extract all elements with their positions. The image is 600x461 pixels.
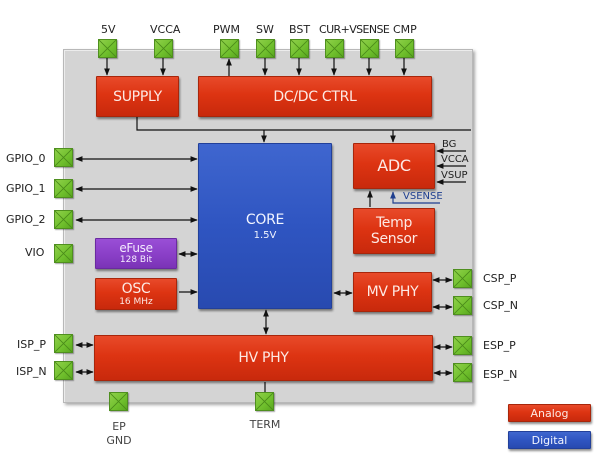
pin-label-gpio1: GPIO_1	[6, 182, 46, 195]
pad-isp-p[interactable]	[54, 334, 73, 353]
efuse-block[interactable]: eFuse 128 Bit	[95, 238, 177, 269]
efuse-label: eFuse	[119, 241, 153, 255]
pin-label-esp-p: ESP_P	[483, 339, 516, 352]
pad-pwm[interactable]	[220, 39, 239, 58]
legend-digital-label: Digital	[531, 433, 568, 447]
osc-label: OSC	[121, 280, 151, 297]
mv-phy-block[interactable]: MV PHY	[353, 272, 432, 312]
pad-term[interactable]	[255, 392, 274, 411]
mv-phy-label: MV PHY	[366, 284, 419, 300]
pad-vsense[interactable]	[360, 39, 379, 58]
temp-sensor-label-2: Sensor	[370, 231, 418, 247]
pad-bst[interactable]	[290, 39, 309, 58]
pad-csp-p[interactable]	[453, 269, 472, 288]
adc-block[interactable]: ADC	[353, 143, 435, 189]
legend-digital: Digital	[508, 431, 591, 449]
pin-label-vcca: VCCA	[150, 23, 181, 36]
pin-label-gnd: GND	[106, 434, 132, 447]
pad-ep-gnd[interactable]	[109, 392, 128, 411]
core-voltage: 1.5V	[253, 229, 277, 241]
pad-gpio0[interactable]	[54, 148, 73, 167]
pin-label-sw: SW	[256, 23, 274, 36]
core-label: CORE	[245, 211, 285, 228]
pad-vio[interactable]	[54, 244, 73, 263]
adc-input-vsense: VSENSE	[403, 191, 443, 202]
pad-5v[interactable]	[98, 39, 117, 58]
pin-label-ep: EP	[112, 420, 126, 433]
pin-label-gpio2: GPIO_2	[6, 213, 46, 226]
core-block[interactable]: CORE 1.5V	[198, 143, 332, 309]
pin-label-cmp: CMP	[393, 23, 417, 36]
pin-label-pwm: PWM	[213, 23, 241, 36]
pin-label-isp-p: ISP_P	[17, 338, 46, 351]
supply-block[interactable]: SUPPLY	[96, 76, 179, 117]
temp-sensor-block[interactable]: Temp Sensor	[353, 208, 435, 254]
pad-csp-n[interactable]	[453, 296, 472, 315]
pin-label-vio: VIO	[25, 246, 45, 259]
pin-label-cur-vsense: CUR+VSENSE	[319, 23, 390, 36]
pad-esp-n[interactable]	[453, 363, 472, 382]
pad-esp-p[interactable]	[453, 336, 472, 355]
pad-vcca[interactable]	[154, 39, 173, 58]
pad-cmp[interactable]	[395, 39, 414, 58]
pin-label-bst: BST	[289, 23, 311, 36]
adc-input-bg: BG	[442, 139, 457, 150]
pin-label-5v: 5V	[101, 23, 116, 36]
hv-phy-block[interactable]: HV PHY	[94, 335, 433, 381]
supply-label: SUPPLY	[113, 88, 162, 105]
efuse-size: 128 Bit	[119, 255, 153, 265]
pin-label-term: TERM	[249, 418, 281, 431]
pin-label-csp-n: CSP_N	[483, 299, 519, 312]
pad-gpio1[interactable]	[54, 179, 73, 198]
dcdc-ctrl-block[interactable]: DC/DC CTRL	[198, 76, 432, 117]
pad-cur[interactable]	[325, 39, 344, 58]
pin-label-csp-p: CSP_P	[483, 272, 517, 285]
pin-label-esp-n: ESP_N	[483, 368, 518, 381]
temp-sensor-label-1: Temp	[375, 215, 413, 231]
dcdc-ctrl-label: DC/DC CTRL	[273, 88, 357, 105]
pad-sw[interactable]	[256, 39, 275, 58]
pad-isp-n[interactable]	[54, 361, 73, 380]
pad-gpio2[interactable]	[54, 210, 73, 229]
legend-analog: Analog	[508, 404, 591, 422]
adc-label: ADC	[377, 156, 411, 175]
osc-frequency: 16 MHz	[119, 296, 153, 307]
pin-label-isp-n: ISP_N	[16, 365, 47, 378]
adc-input-vsup: VSUP	[441, 170, 468, 181]
legend-analog-label: Analog	[530, 406, 569, 420]
pin-label-gpio0: GPIO_0	[6, 152, 46, 165]
adc-input-vcca: VCCA	[441, 154, 469, 165]
hv-phy-label: HV PHY	[238, 350, 289, 366]
osc-block[interactable]: OSC 16 MHz	[95, 278, 177, 310]
